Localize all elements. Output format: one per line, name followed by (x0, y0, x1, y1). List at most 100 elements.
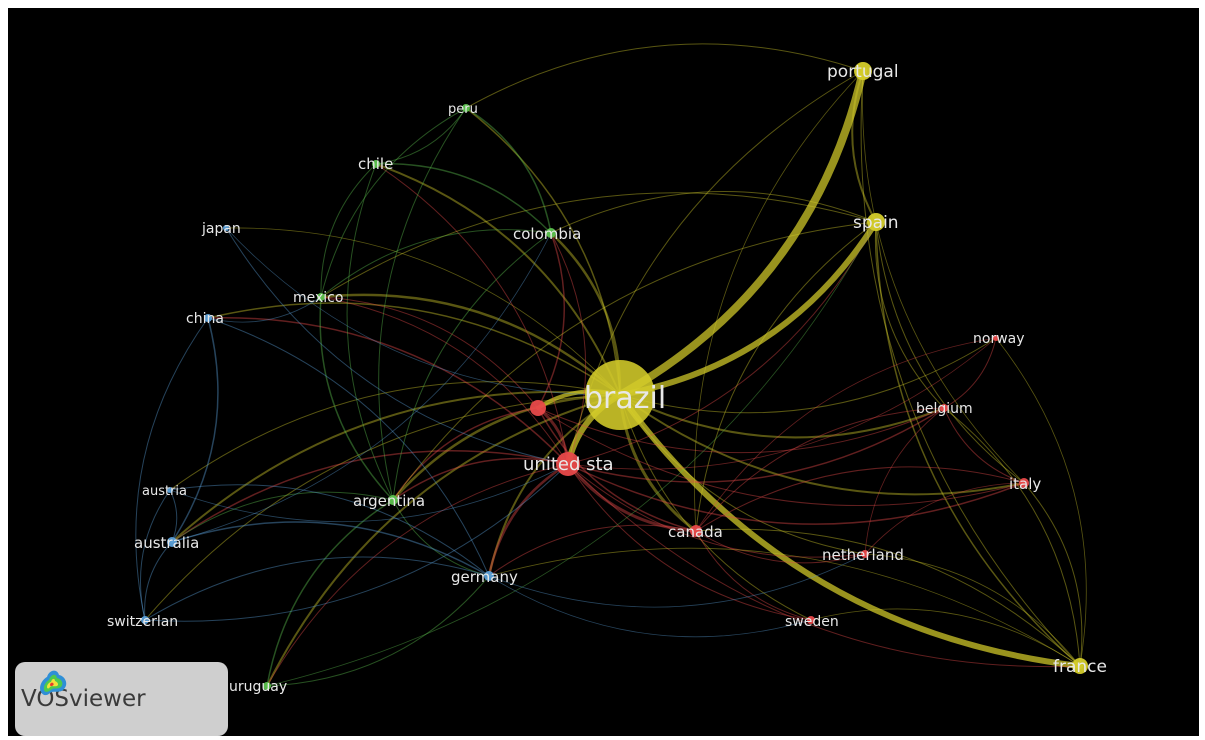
node-japan[interactable] (223, 225, 229, 231)
link-china-switzerland (135, 317, 209, 621)
node-label-italy[interactable]: italy (1009, 475, 1041, 493)
link-uruguay-spain (266, 221, 877, 687)
node-label-france[interactable]: france (1053, 657, 1107, 677)
link-belgium-canada (695, 407, 945, 532)
node-chile[interactable] (372, 160, 380, 168)
link-france-netherlands (864, 553, 1081, 667)
link-peru-argentina (378, 107, 467, 501)
node-label-mexico[interactable]: mexico (293, 290, 343, 306)
node-germany[interactable] (484, 571, 494, 581)
link-argentina-australia (171, 491, 394, 543)
node-canada[interactable] (690, 525, 702, 537)
link-brazil-china (207, 302, 621, 396)
node-italy[interactable] (1019, 478, 1029, 488)
link-united_states-germany (487, 462, 570, 578)
node-label-canada[interactable]: canada (668, 523, 723, 541)
node-china[interactable] (204, 314, 212, 322)
node-switzerland[interactable] (141, 616, 149, 624)
node-spain[interactable] (867, 213, 885, 231)
node-france[interactable] (1072, 658, 1088, 674)
link-united_states-uruguay (266, 463, 569, 687)
node-label-argentina[interactable]: argentina (353, 492, 425, 510)
node-label-japan[interactable]: japan (201, 221, 241, 237)
link-brazil-chile (375, 163, 621, 396)
node-label-switzerland[interactable]: switzerlan (107, 614, 178, 630)
link-unlabeled_red-colombia (537, 232, 566, 409)
link-canada-germany (488, 524, 697, 577)
node-unlabeled_red[interactable] (530, 400, 546, 416)
node-label-chile[interactable]: chile (358, 155, 393, 173)
node-mexico[interactable] (317, 293, 325, 301)
node-label-netherlands[interactable]: netherland (822, 546, 904, 564)
link-spain-canada (695, 221, 877, 532)
link-belgium-norway (943, 337, 997, 409)
node-label-brazil[interactable]: brazil (584, 381, 666, 416)
node-norway[interactable] (993, 335, 999, 341)
link-united_states-italy (567, 463, 1025, 525)
node-label-colombia[interactable]: colombia (513, 225, 581, 243)
link-brazil-uruguay (266, 394, 621, 687)
node-label-belgium[interactable]: belgium (916, 401, 973, 417)
link-germany-australia (171, 521, 490, 577)
link-uruguay-germany (266, 575, 490, 687)
vosviewer-logo-icon (40, 670, 67, 696)
node-label-uruguay[interactable]: uruguay (229, 679, 287, 695)
link-china-mexico (207, 296, 322, 323)
node-label-spain[interactable]: spain (853, 213, 899, 233)
link-peru-mexico (320, 107, 467, 298)
node-brazil[interactable] (585, 360, 655, 430)
node-belgium[interactable] (940, 404, 948, 412)
link-germany-china (207, 317, 490, 577)
node-colombia[interactable] (546, 228, 556, 238)
link-switzerland-united_states (144, 463, 569, 622)
node-netherlands[interactable] (861, 550, 869, 558)
vosviewer-badge: VOSviewer (15, 662, 228, 736)
link-australia-colombia (171, 232, 552, 543)
link-spain-france (875, 221, 1081, 667)
link-united_states-spain (567, 221, 877, 465)
node-label-germany[interactable]: germany (451, 568, 518, 586)
node-label-norway[interactable]: norway (973, 331, 1025, 347)
node-peru[interactable] (462, 104, 470, 112)
link-japan-brazil (225, 227, 621, 396)
network-graph[interactable]: brazil portugal spain france united sta canad… (8, 8, 1199, 736)
node-label-portugal[interactable]: portugal (827, 62, 899, 82)
link-france-germany (488, 547, 1081, 667)
link-france-canada (695, 528, 1081, 667)
link-colombia-chile (375, 163, 552, 234)
link-chile-peru (375, 107, 467, 165)
link-belgium-netherlands (864, 407, 945, 555)
node-label-united_states[interactable]: united sta (523, 454, 614, 475)
link-unlabeled_red-mexico (320, 296, 539, 409)
node-label-peru[interactable]: peru (448, 102, 478, 117)
node-austria[interactable] (167, 487, 173, 493)
link-united_states-colombia (550, 232, 587, 465)
link-belgium-italy (943, 407, 1025, 484)
node-label-australia[interactable]: australia (134, 534, 199, 552)
node-united_states[interactable] (556, 452, 580, 476)
link-france-belgium (943, 407, 1081, 667)
link-canada-netherlands (695, 530, 866, 564)
link-brazil-australia (171, 390, 621, 543)
link-germany-sweden (488, 575, 812, 638)
node-sweden[interactable] (807, 616, 815, 624)
link-argentina-germany (392, 499, 490, 577)
node-label-austria[interactable]: austria (142, 484, 187, 499)
node-australia[interactable] (167, 537, 177, 547)
node-label-china[interactable]: china (186, 311, 224, 327)
link-unlabeled_red-canada (537, 407, 697, 532)
node-portugal[interactable] (854, 62, 872, 80)
network-map[interactable]: brazil portugal spain france united sta canad… (8, 8, 1199, 736)
node-uruguay[interactable] (263, 682, 271, 690)
link-norway-canada (695, 337, 997, 532)
link-germany-austria (169, 484, 490, 577)
node-argentina[interactable] (388, 495, 398, 505)
link-colombia-peru (465, 107, 552, 234)
link-portugal-italy (862, 70, 1025, 484)
link-brazil-portugal (616, 67, 867, 399)
node-label-sweden[interactable]: sweden (785, 614, 839, 630)
link-brazil-spain (617, 219, 879, 398)
link-spain-mexico (320, 192, 877, 298)
link-brazil-mexico (319, 293, 622, 397)
link-portugal-peru (465, 43, 864, 109)
